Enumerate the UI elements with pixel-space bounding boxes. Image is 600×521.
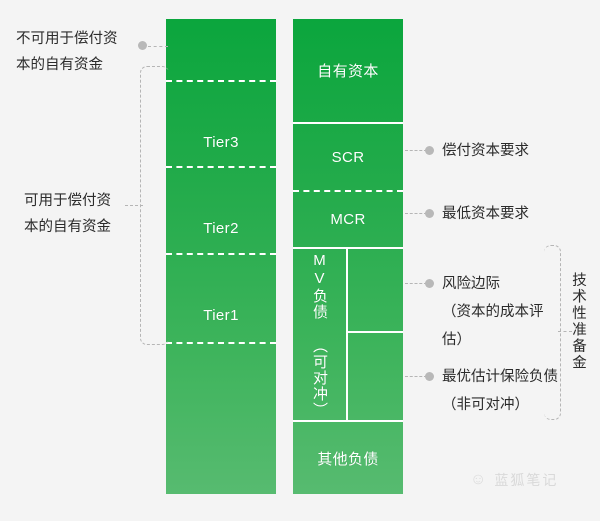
divider-owncapital-scr [293, 122, 403, 124]
wechat-icon: ☺ [470, 471, 489, 488]
divider-mv-vertical [346, 249, 348, 420]
leader-line-scr [405, 150, 427, 151]
label-mcr-desc: 最低资本要求 [442, 206, 529, 222]
segment-other-liabilities: 其他负债 [317, 450, 379, 468]
leader-line-mcr [405, 213, 427, 214]
segment-mcr: MCR [330, 211, 366, 228]
leader-dot-risk-margin [425, 279, 434, 288]
segment-tier3: Tier3 [203, 133, 239, 151]
divider-mv-other [293, 420, 403, 422]
segment-tier1: Tier1 [203, 307, 239, 324]
label-not-eligible: 不可用于偿付资 本的自有资金 [16, 31, 118, 73]
divider-tier-top [166, 80, 276, 82]
label-scr-desc: 偿付资本要求 [442, 143, 529, 159]
label-best-estimate-desc: 最优估计保险负债 （非可对冲） [442, 369, 558, 413]
divider-mcr-mv [293, 247, 403, 249]
segment-tier2: Tier2 [203, 220, 239, 237]
own-funds-tier-column: Tier3 Tier2 Tier1 [166, 19, 276, 494]
label-technical-provisions: 技术性准备金 [570, 272, 586, 371]
segment-scr: SCR [331, 148, 365, 166]
bracket-tick-eligible [125, 205, 143, 206]
bracket-eligible-own-funds [140, 66, 169, 345]
leader-dot-scr [425, 146, 434, 155]
divider-tier1-bottom [166, 342, 276, 344]
segment-mv-liabilities: MV负债 （可对冲） [311, 251, 328, 418]
divider-tier3-tier2 [166, 166, 276, 168]
balance-sheet-column: 自有资本 SCR MCR MV负债 （可对冲） 其他负债 [293, 19, 403, 494]
leader-line-best-estimate [405, 376, 427, 377]
divider-scr-mcr [293, 190, 403, 192]
watermark-text: 蓝狐笔记 [494, 472, 559, 488]
label-risk-margin-desc: 风险边际 （资本的成本评估） [442, 276, 544, 348]
segment-own-capital: 自有资本 [317, 63, 379, 80]
bracket-tick-technical-provisions [558, 331, 572, 332]
leader-dot-not-eligible [138, 41, 147, 50]
divider-riskmargin-bestestimate [346, 331, 403, 333]
leader-line-risk-margin [405, 283, 427, 284]
bracket-technical-provisions [544, 245, 561, 420]
leader-dot-best-estimate [425, 372, 434, 381]
leader-line-not-eligible [148, 46, 168, 47]
watermark: ☺ 蓝狐笔记 [470, 470, 558, 490]
label-eligible: 可用于偿付资 本的自有资金 [24, 193, 111, 235]
leader-dot-mcr [425, 209, 434, 218]
divider-tier2-tier1 [166, 253, 276, 255]
